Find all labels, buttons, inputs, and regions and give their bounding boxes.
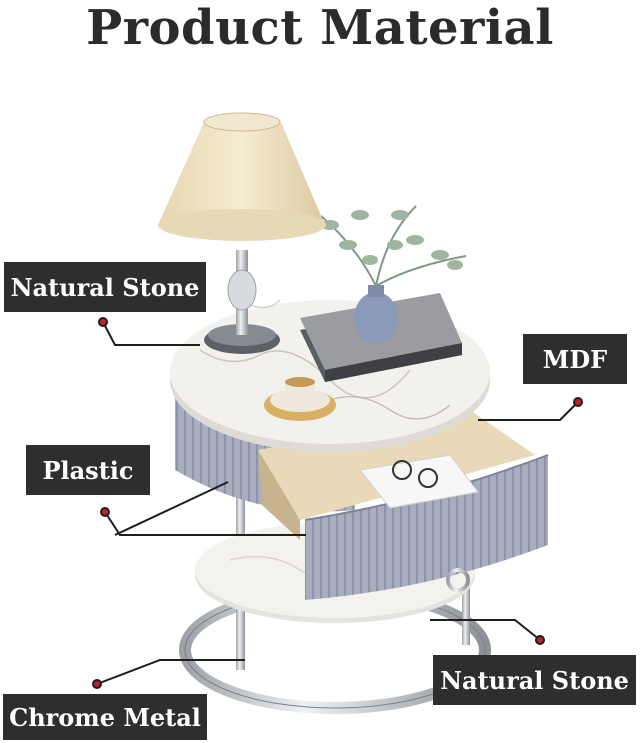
callout-dots [92,317,583,689]
label-natural-stone-top: Natural Stone [4,262,206,312]
callout-line-bottom-stone [430,619,541,641]
callout-line-plastic [104,511,306,536]
table-lamp [158,112,326,354]
callout-dot-mdf [573,397,583,407]
callout-line-mdf [478,401,579,421]
callout-dot-bottom-stone [535,635,545,645]
page-title: Product Material [86,0,554,56]
callout-line-plastic-2 [114,481,229,536]
callout-lines [96,321,579,685]
cup-and-saucer [264,377,336,421]
vase-with-plant [320,205,467,344]
callout-dot-chrome [92,679,102,689]
callout-line-chrome [96,659,245,685]
callout-dot-plastic [100,507,110,517]
label-mdf: MDF [523,334,627,384]
label-natural-stone-bottom: Natural Stone [433,655,636,705]
callout-dot-top-stone [98,317,108,327]
callout-line-top-stone [102,321,200,346]
stacked-books [300,293,462,382]
label-plastic: Plastic [26,445,150,495]
label-chrome-metal: Chrome Metal [3,694,207,740]
